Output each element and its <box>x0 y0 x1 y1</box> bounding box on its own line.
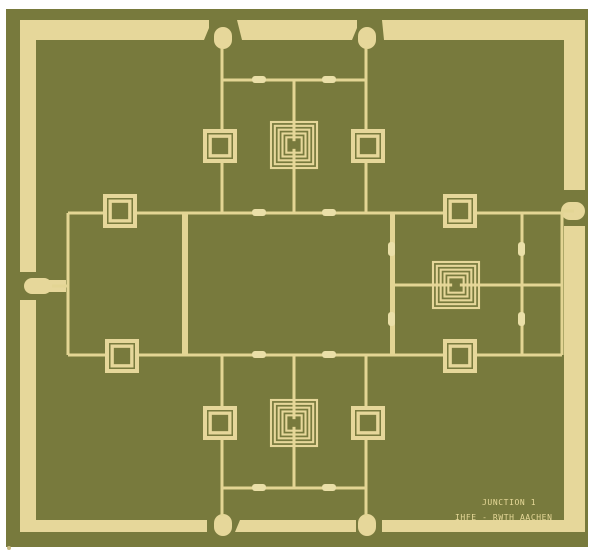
chip-label-line2: IHFE - RWTH AACHEN <box>455 513 553 522</box>
square-mid-left-top <box>103 194 137 228</box>
square-mid-right-top <box>443 194 477 228</box>
spiral-top-center-ring <box>285 136 303 154</box>
spiral-right-center-ring <box>435 264 477 306</box>
bead-mid-bottom-1 <box>252 351 266 358</box>
resistor-beads <box>252 76 525 491</box>
spiral-right-center-ring <box>443 272 469 298</box>
spiral-top-center-ring <box>277 128 311 162</box>
spiral-right-center-ring <box>439 268 473 302</box>
square-mid-right-bottom-inner <box>451 347 469 365</box>
spiral-inductors <box>103 120 481 448</box>
bead-top-1 <box>252 76 266 83</box>
frame-right-lower <box>382 226 585 532</box>
pad-top-right <box>358 27 376 49</box>
spiral-right-center-ring <box>447 276 465 294</box>
square-bottom-right-inner-ring <box>355 410 381 436</box>
square-bottom-left-inner <box>211 414 229 432</box>
bead-top-2 <box>322 76 336 83</box>
square-mid-right-bottom <box>443 339 477 373</box>
bead-mid-top-1 <box>252 209 266 216</box>
square-mid-right-top-inner-ring <box>447 198 473 224</box>
square-mid-left-bottom-inner-ring <box>109 343 135 369</box>
square-top-right-inner <box>359 137 377 155</box>
frame-bottom-middle <box>235 520 356 532</box>
chip-label-line1: JUNCTION 1 <box>482 498 536 507</box>
spiral-right-center-core <box>452 281 460 289</box>
spiral-bottom-center-ring <box>277 406 311 440</box>
center-thick-bar <box>182 213 188 355</box>
square-mid-left-top-inner-ring <box>107 198 133 224</box>
bead-right-3 <box>518 242 525 256</box>
spiral-right-center <box>431 260 481 310</box>
square-top-right <box>351 129 385 163</box>
bead-right-4 <box>518 312 525 326</box>
square-bottom-left <box>203 406 237 440</box>
pad-bottom-left <box>214 514 232 536</box>
center-right-bar <box>390 213 395 355</box>
bead-mid-top-2 <box>322 209 336 216</box>
square-mid-right-bottom-inner-ring <box>447 343 473 369</box>
bead-bottom-1 <box>252 484 266 491</box>
square-mid-left-bottom <box>105 339 139 373</box>
outer-frame <box>20 20 585 532</box>
square-top-right-inner-ring <box>355 133 381 159</box>
spiral-top-center <box>269 120 319 170</box>
bead-mid-bottom-2 <box>322 351 336 358</box>
corner-mark <box>7 546 11 550</box>
spiral-top-center-ring <box>281 132 307 158</box>
frame-top-middle <box>237 20 357 40</box>
square-bottom-left-inner-ring <box>207 410 233 436</box>
frame-top-right <box>382 20 585 190</box>
square-top-left <box>203 129 237 163</box>
pad-bottom-right <box>358 514 376 536</box>
spiral-top-center-ring <box>269 120 319 170</box>
spiral-bottom-center-core <box>290 419 298 427</box>
square-top-left-inner <box>211 137 229 155</box>
spiral-bottom-center-ring <box>273 402 315 444</box>
pad-top-left <box>214 27 232 49</box>
square-mid-left-top-inner <box>111 202 129 220</box>
spiral-right-center-ring <box>431 260 481 310</box>
square-mid-right-top-inner <box>451 202 469 220</box>
chip-substrate <box>6 9 588 547</box>
square-bottom-right-inner <box>359 414 377 432</box>
bead-bottom-2 <box>322 484 336 491</box>
spiral-bottom-center-ring <box>285 414 303 432</box>
square-bottom-right <box>351 406 385 440</box>
spiral-top-center-ring <box>273 124 315 166</box>
square-top-left-inner-ring <box>207 133 233 159</box>
spiral-top-center-core <box>290 141 298 149</box>
square-mid-left-bottom-inner <box>113 347 131 365</box>
spiral-bottom-center <box>269 398 319 448</box>
spiral-bottom-center-ring <box>281 410 307 436</box>
spiral-bottom-center-ring <box>269 398 319 448</box>
bead-right-1 <box>388 242 395 256</box>
bead-right-2 <box>388 312 395 326</box>
